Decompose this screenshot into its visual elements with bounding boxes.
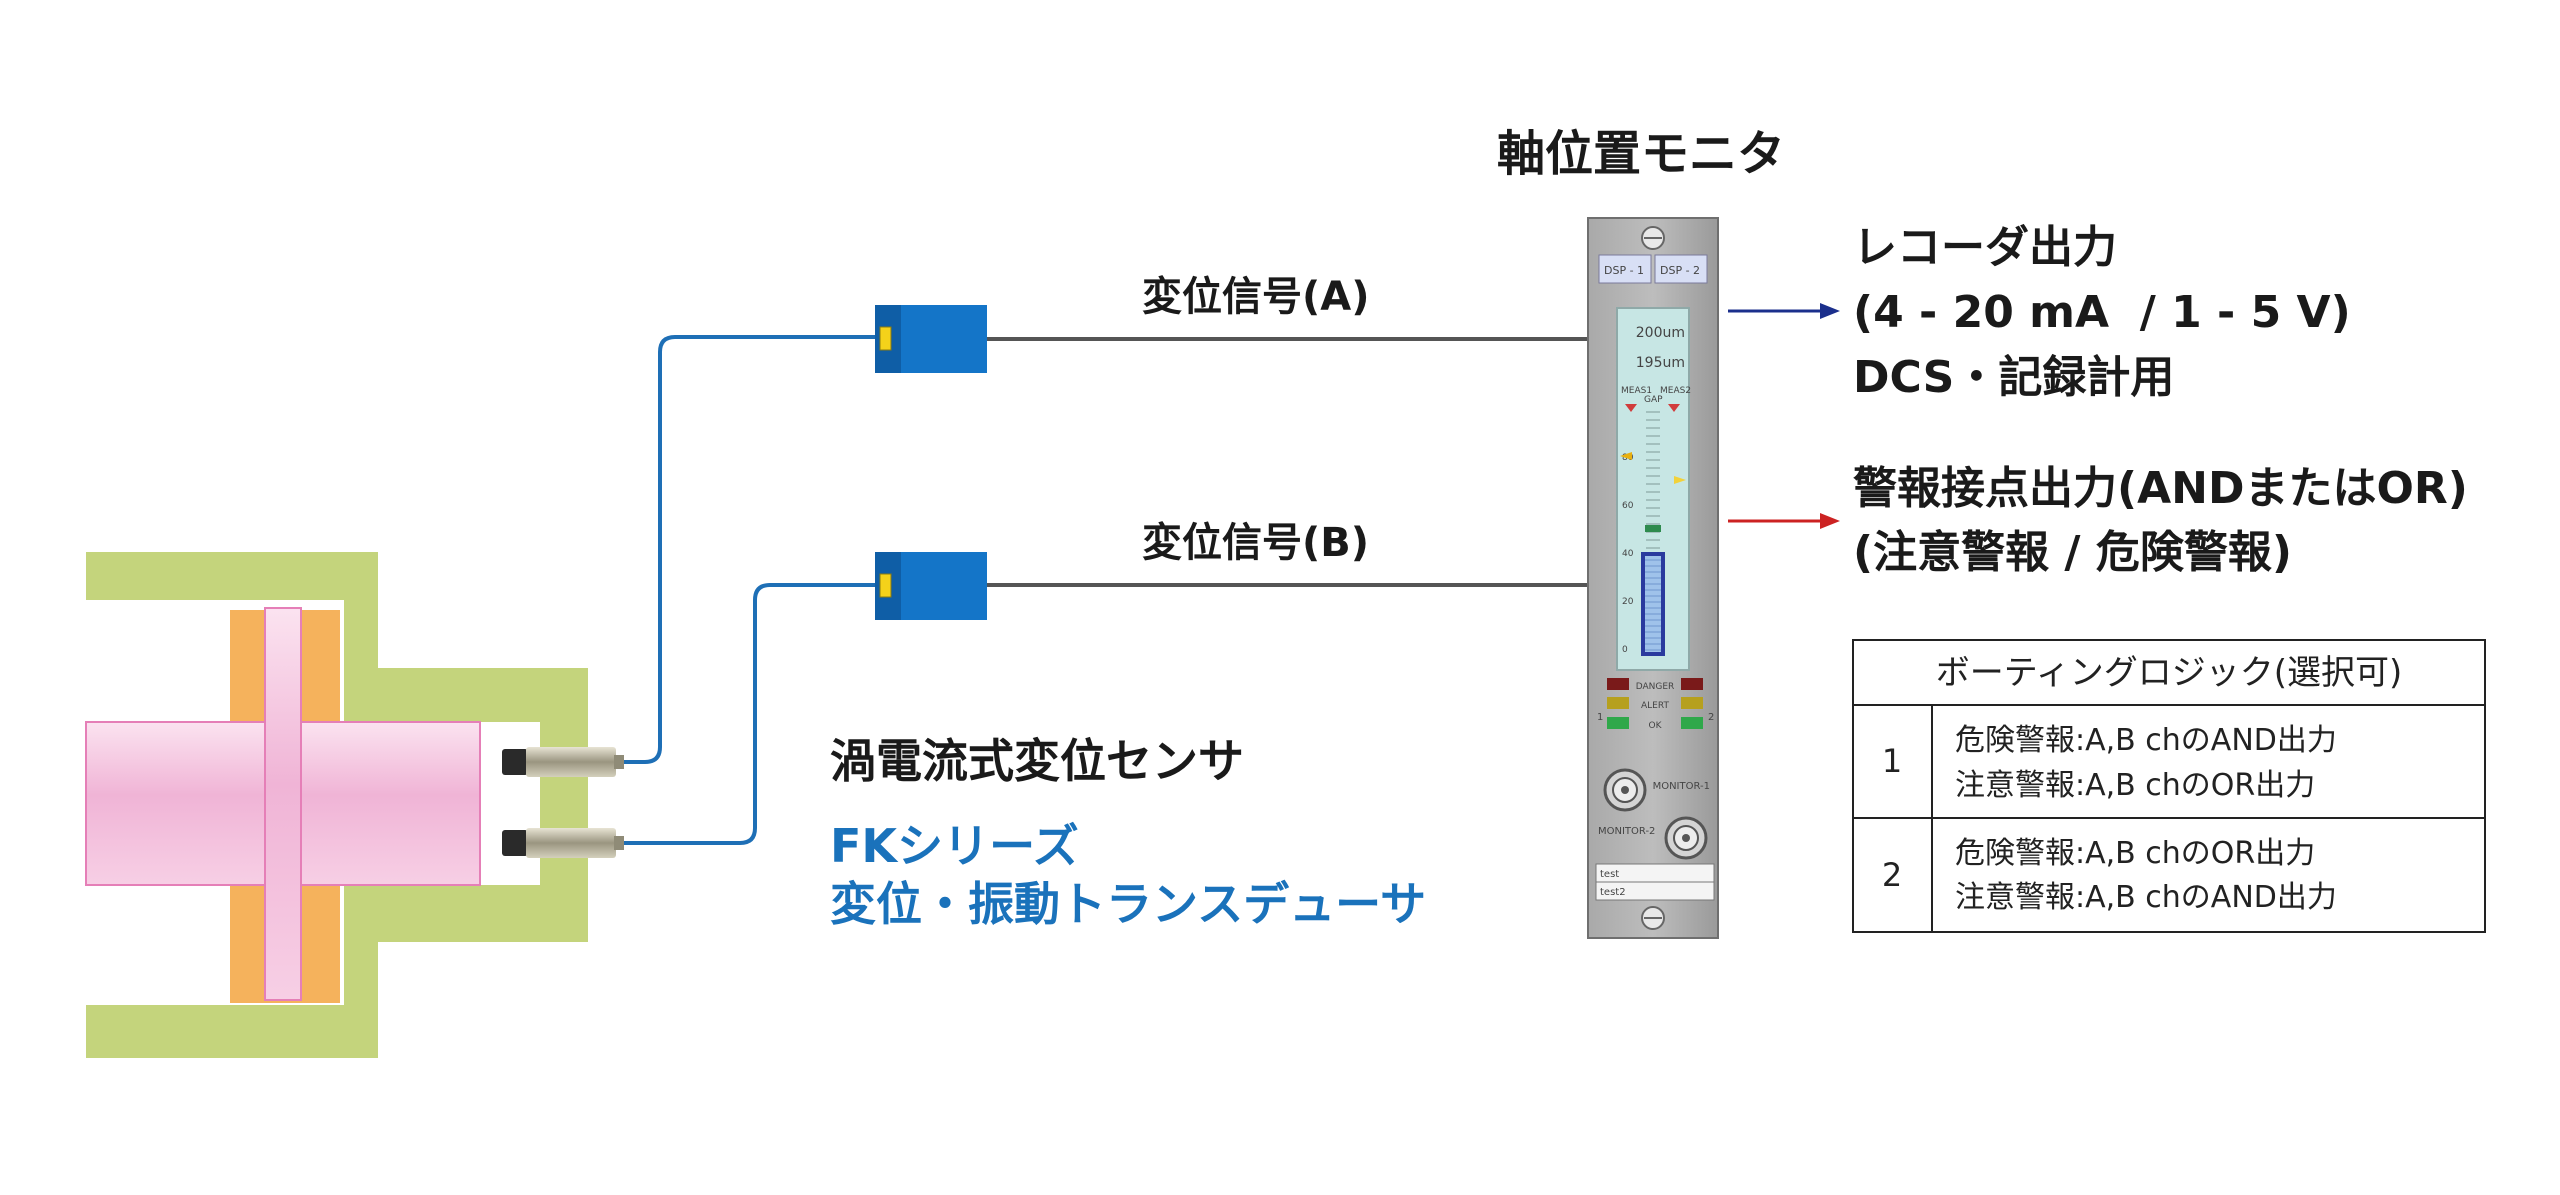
transducer-a xyxy=(875,305,987,373)
channel-2-label: 2 xyxy=(1708,712,1714,723)
tag-2-text: test2 xyxy=(1600,887,1626,898)
transducer-a-led xyxy=(879,326,892,351)
voting-row-1-no: 1 xyxy=(1882,742,1902,780)
scale-0: 0 xyxy=(1622,645,1628,655)
center-marker xyxy=(1645,525,1661,532)
danger-led-1 xyxy=(1607,678,1629,690)
monitor-2-connector[interactable] xyxy=(1664,816,1708,860)
monitor-title: 軸位置モニタ xyxy=(1497,126,1785,182)
recorder-output-title: レコーダ出力 xyxy=(1853,222,2117,273)
scale-20: 20 xyxy=(1622,597,1634,607)
machine-cross-section xyxy=(85,552,588,1058)
sensor-name: 渦電流式変位センサ xyxy=(830,734,1244,788)
meas2-label: MEAS2 xyxy=(1660,386,1691,396)
scale-60: 60 xyxy=(1622,501,1634,511)
axial-position-monitor: DSP - 1 DSP - 2 200um 195um MEAS1 MEAS2 … xyxy=(1587,217,1719,939)
alert-led-1 xyxy=(1607,697,1629,709)
alarm-output-arrow xyxy=(1728,513,1840,529)
voting-row-1-line2: 注意警報:A,B chのOR出力 xyxy=(1955,768,2315,803)
ok-label: OK xyxy=(1649,721,1663,731)
alarm-setpoint-marker xyxy=(1620,452,1632,460)
voting-logic-table: ボーティングロジック(選択可) 1 危険警報:A,B chのAND出力 注意警報… xyxy=(1852,639,2486,933)
shaft-collar xyxy=(264,607,302,1001)
tag-plate-2 xyxy=(1595,881,1715,901)
housing xyxy=(86,552,588,1058)
tag-1-text: test xyxy=(1600,869,1619,880)
gap-label: GAP xyxy=(1644,395,1663,405)
voting-row-1-line1: 危険警報:A,B chのAND出力 xyxy=(1955,723,2337,758)
dsp1-button[interactable] xyxy=(1598,254,1652,284)
probe-b-tail xyxy=(614,836,624,850)
dsp1-label: DSP - 1 xyxy=(1604,264,1644,277)
dsp2-label: DSP - 2 xyxy=(1660,264,1700,277)
scale-40: 40 xyxy=(1622,549,1634,559)
probe-a-cap xyxy=(502,749,528,775)
probe-a-body xyxy=(526,747,616,777)
probe-b xyxy=(502,828,624,858)
meas1-label: MEAS1 xyxy=(1621,386,1652,396)
meas2-marker xyxy=(1668,404,1680,412)
recorder-output-range: (4 - 20 mA / 1 - 5 V) xyxy=(1853,287,2351,338)
recorder-output-use: DCS・記録計用 xyxy=(1853,352,2174,403)
sensor-description: 変位・振動トランスデューサ xyxy=(830,877,1426,931)
danger-led-2 xyxy=(1681,678,1703,690)
readout-1: 200um xyxy=(1636,325,1685,341)
dsp2-button[interactable] xyxy=(1654,254,1708,284)
alarm-output-sub: (注意警報 / 危険警報) xyxy=(1853,527,2292,578)
signal-label-b: 変位信号(B) xyxy=(1142,520,1369,566)
alarm-output-title: 警報接点出力(ANDまたはOR) xyxy=(1853,463,2468,514)
probe-b-cap xyxy=(502,830,528,856)
transducer-b xyxy=(875,552,987,620)
probe-a xyxy=(502,747,624,777)
bar-graph-fill xyxy=(1645,556,1661,652)
meas1-marker xyxy=(1625,404,1637,412)
danger-label: DANGER xyxy=(1636,682,1675,692)
transducer-b-led xyxy=(879,573,892,598)
monitor-1-label: MONITOR-1 xyxy=(1653,781,1710,792)
voting-table-header: ボーティングロジック(選択可) xyxy=(1936,653,2403,693)
voting-row-2-no: 2 xyxy=(1882,856,1902,894)
signal-label-a: 変位信号(A) xyxy=(1142,274,1370,320)
ok-led-1 xyxy=(1607,717,1629,729)
alert-label: ALERT xyxy=(1641,701,1669,711)
cable-b xyxy=(624,583,878,845)
monitor-2-label: MONITOR-2 xyxy=(1598,826,1655,837)
readout-2: 195um xyxy=(1636,355,1685,371)
monitor-1-connector[interactable] xyxy=(1603,768,1647,812)
probe-a-tail xyxy=(614,755,624,769)
channel-1-label: 1 xyxy=(1597,712,1603,723)
bar-graph-segments xyxy=(1645,559,1661,651)
recorder-output-arrow xyxy=(1728,303,1840,319)
voting-row-2-line2: 注意警報:A,B chのAND出力 xyxy=(1955,880,2337,915)
cable-a xyxy=(624,335,878,764)
alert-setpoint-marker xyxy=(1674,476,1686,484)
alert-led-2 xyxy=(1681,697,1703,709)
sensor-series: FKシリーズ xyxy=(830,819,1079,873)
probe-b-body xyxy=(526,828,616,858)
voting-row-2-line1: 危険警報:A,B chのOR出力 xyxy=(1955,836,2315,871)
ok-led-2 xyxy=(1681,717,1703,729)
